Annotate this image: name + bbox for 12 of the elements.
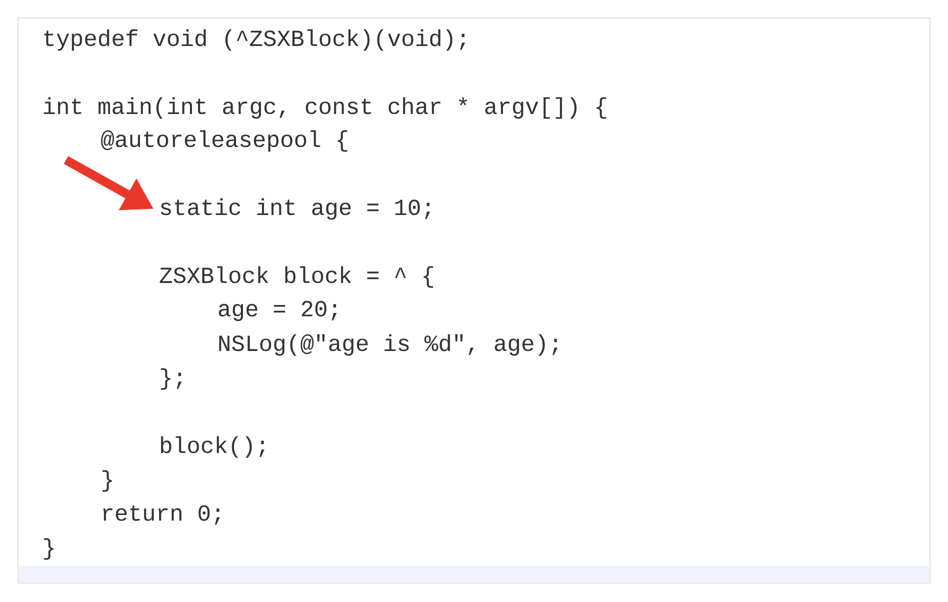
code-line: block(); [161,436,264,458]
code-line: @autoreleasepool { [101,130,348,152]
code-line: }; [160,368,182,390]
code-line: } [44,538,54,560]
code-line: NSLog(@"age is %d", age); [219,334,558,356]
code-line: ZSXBlock block = ^ { [160,266,434,288]
code-line: age = 20; [218,300,337,322]
code-line: return 0; [103,505,220,525]
code-line: int main(int argc, const char * argv[]) { [44,97,606,119]
code-line: } [102,470,112,492]
code-line: typedef void (^ZSXBlock)(void); [44,29,466,51]
code-line: static int age = 10; [160,198,430,220]
